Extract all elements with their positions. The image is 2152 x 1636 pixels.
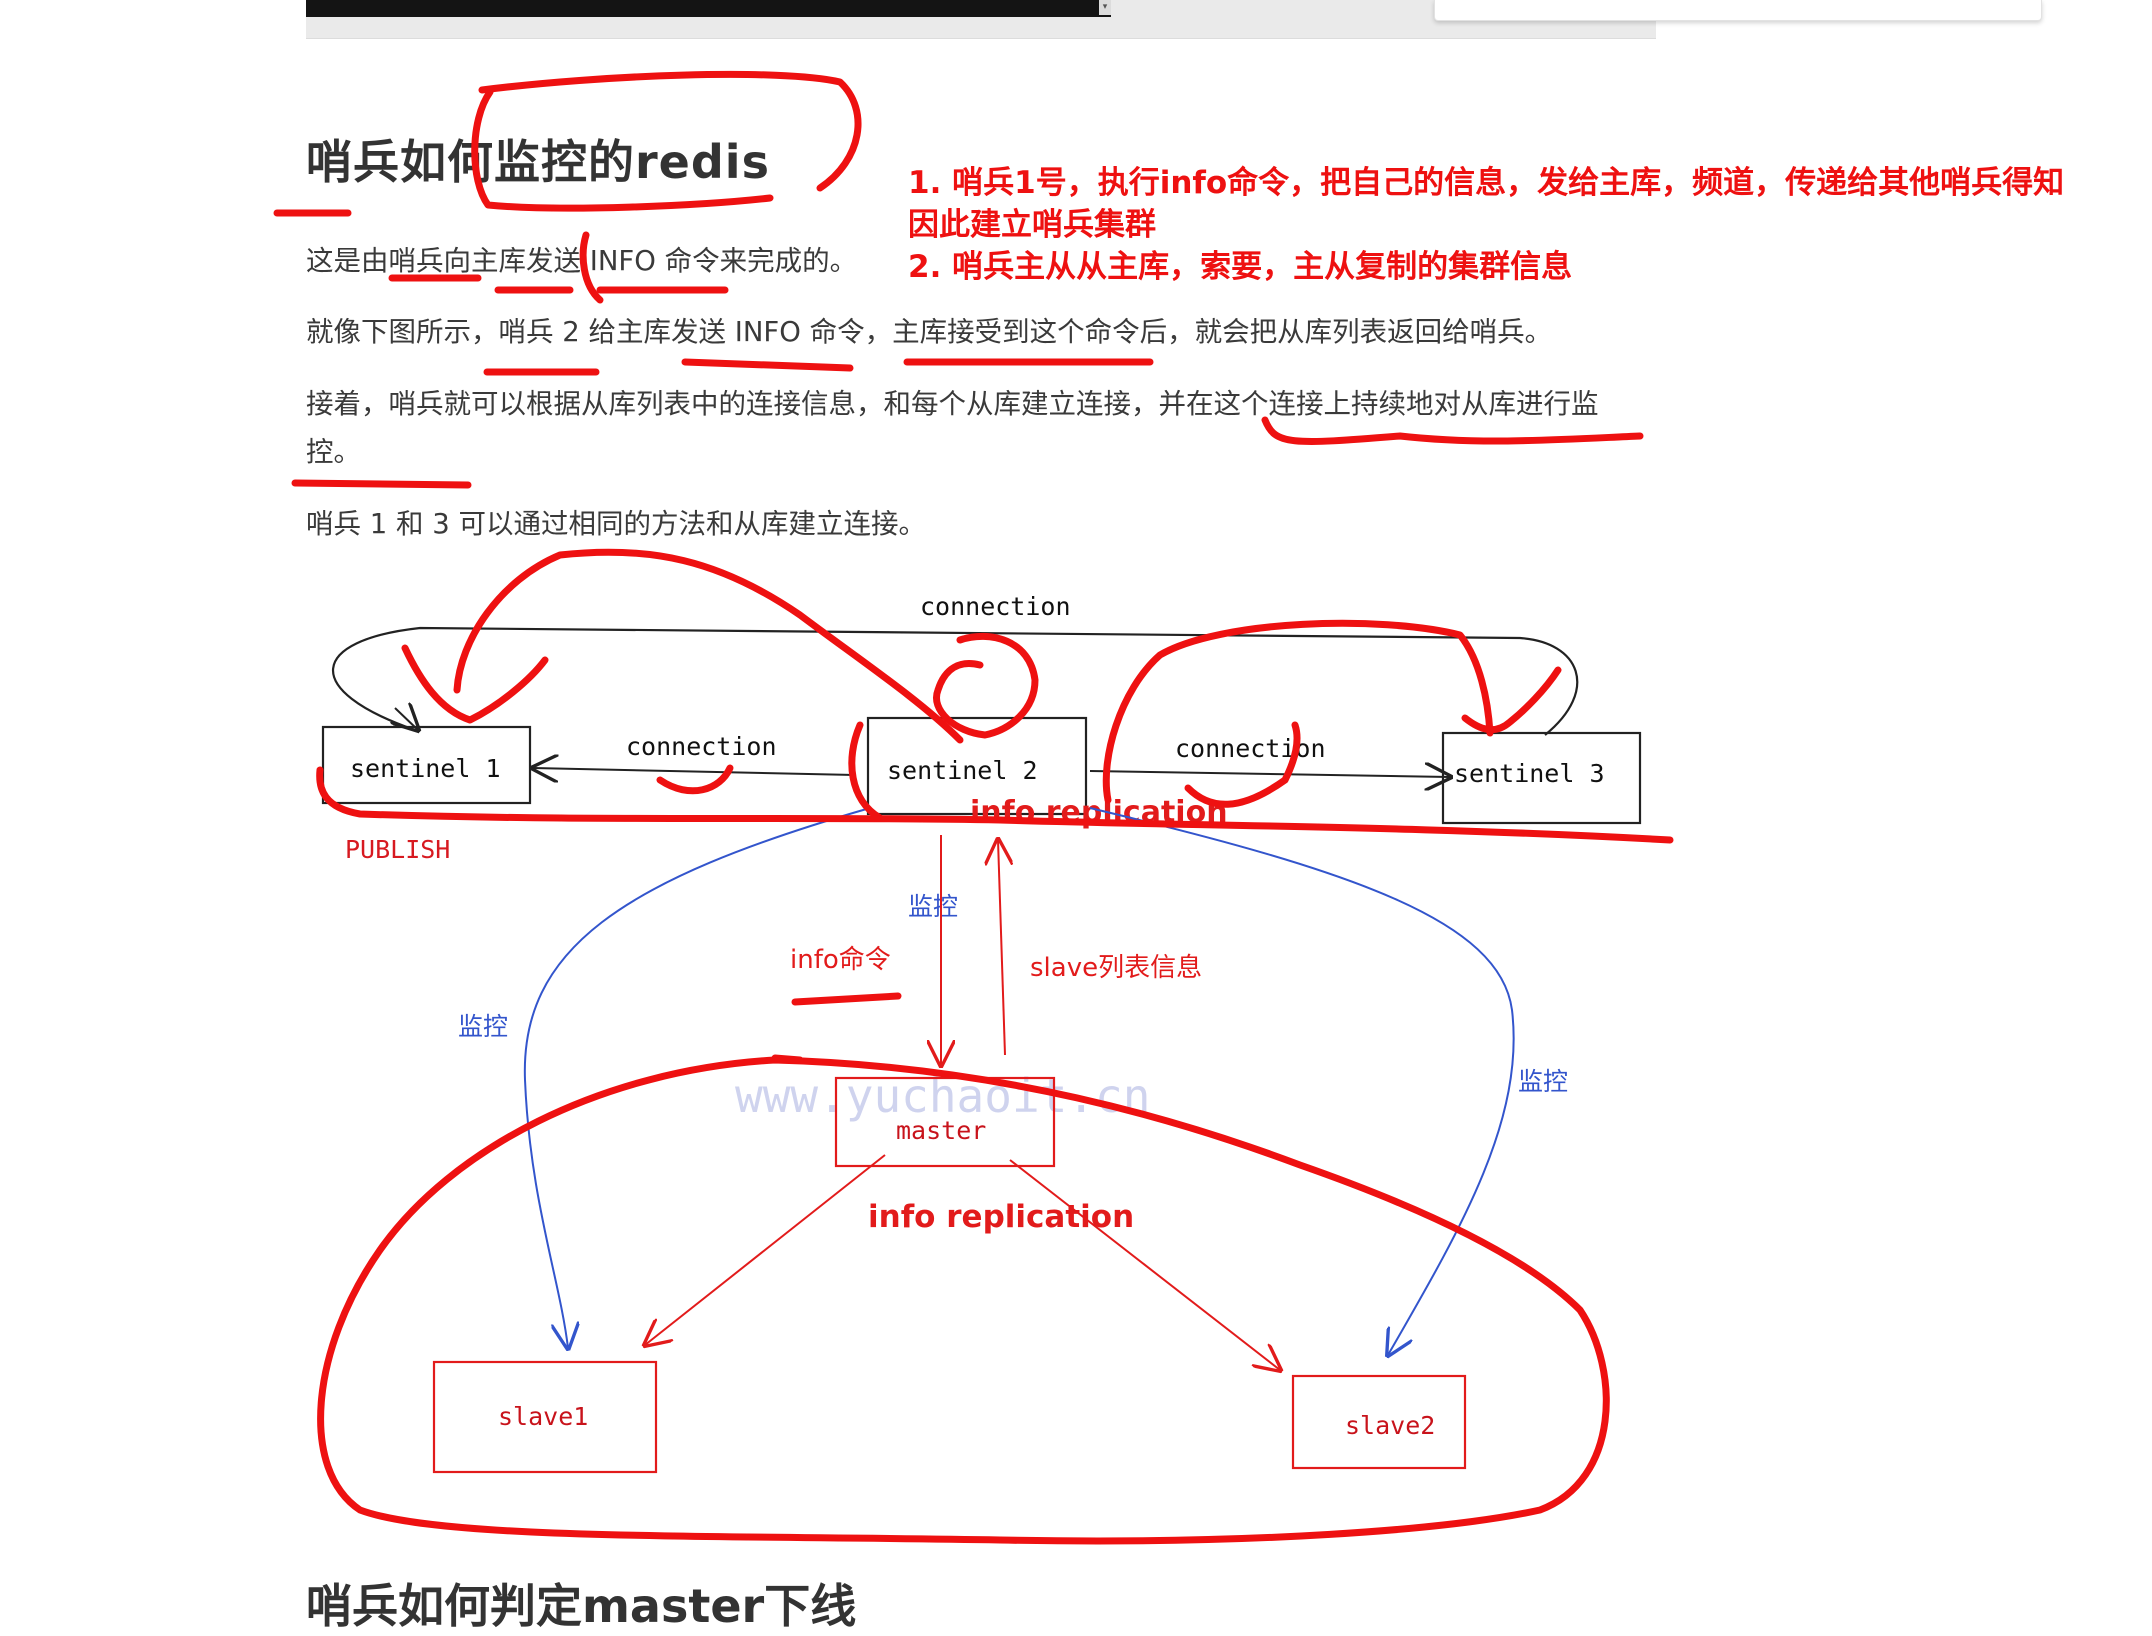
- sentinel-3-label: sentinel 3: [1454, 759, 1605, 788]
- master-box: [834, 1076, 1056, 1168]
- monitor-label-right: 监控: [1518, 1067, 1568, 1096]
- freehand-annotations: [273, 70, 1674, 1545]
- slave2-box: [1291, 1374, 1467, 1470]
- sentinel-2-label: sentinel 2: [887, 756, 1038, 785]
- annotation-line-1: 1. 哨兵1号，执行info命令，把自己的信息，发给主库，频道，传递给其他哨兵得…: [908, 165, 2065, 201]
- annotation-line-3: 2. 哨兵主从从主库，索要，主从复制的集群信息: [908, 249, 1573, 285]
- article-title: 哨兵如何监控的redis: [306, 135, 770, 189]
- connection-right-arrow: [1089, 771, 1450, 777]
- replication-arrow-slave1: [645, 1154, 886, 1345]
- connection-left-label: connection: [626, 732, 777, 761]
- sentinel-2-box: [866, 716, 1088, 816]
- publish-label: PUBLISH: [345, 835, 450, 864]
- monitor-label-center: 监控: [908, 892, 958, 921]
- annotation-line-2: 因此建立哨兵集群: [908, 207, 1156, 243]
- monitor-curve-slave2: [1089, 807, 1515, 1355]
- sentinel-diagram: connection sentinel 1 sentinel 2 sentine…: [273, 70, 1674, 1545]
- replication-arrow-slave2: [1009, 1159, 1280, 1370]
- floating-popup-panel: [1434, 0, 2042, 21]
- slave-list-arrow: [998, 840, 1005, 1056]
- slave1-box: [432, 1360, 658, 1474]
- next-section-heading: 哨兵如何判定master下线: [306, 1579, 857, 1633]
- scroll-down-arrow-icon[interactable]: ▾: [1099, 0, 1111, 15]
- paragraph-4: 哨兵 1 和 3 可以通过相同的方法和从库建立连接。: [306, 508, 926, 540]
- connection-left-arrow: [533, 768, 856, 775]
- top-connection-label: connection: [920, 592, 1071, 621]
- top-connection-loop: [331, 626, 1579, 736]
- monitor-label-left: 监控: [458, 1012, 508, 1041]
- browser-top-strip: ▾: [306, 0, 1656, 39]
- info-command-label: info命令: [790, 945, 891, 975]
- paragraph-3: 接着，哨兵就可以根据从库列表中的连接信息，和每个从库建立连接，并在这个连接上持续…: [306, 388, 1599, 468]
- slave-list-label: slave列表信息: [1030, 953, 1202, 983]
- connection-right-label: connection: [1175, 734, 1326, 763]
- sentinel-1-label: sentinel 1: [350, 754, 501, 783]
- slave1-label: slave1: [498, 1402, 588, 1431]
- master-label: master: [896, 1116, 986, 1145]
- info-replication-mid-label: info replication: [868, 1199, 1134, 1235]
- paragraph-2: 就像下图所示，哨兵 2 给主库发送 INFO 命令，主库接受到这个命令后，就会把…: [306, 316, 1553, 348]
- monitor-curve-slave1: [523, 807, 871, 1348]
- embedded-code-block-edge: [306, 0, 1111, 17]
- slave2-label: slave2: [1345, 1411, 1435, 1440]
